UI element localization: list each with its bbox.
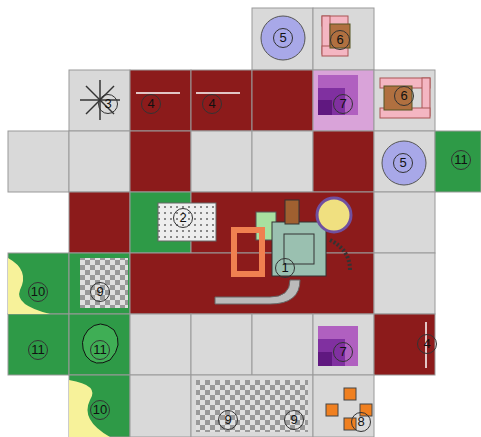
callout-number: 11 <box>90 340 110 360</box>
callout-number: 5 <box>273 28 293 48</box>
callout-number: 11 <box>28 340 48 360</box>
callout-number: 9 <box>90 282 110 302</box>
callout-number: 10 <box>28 282 48 302</box>
callout-number: 7 <box>333 94 353 114</box>
callout-number: 3 <box>98 94 118 114</box>
callout-number: 8 <box>351 412 371 432</box>
callout-number: 10 <box>90 400 110 420</box>
callout-number: 2 <box>173 208 193 228</box>
callout-number: 9 <box>218 410 238 430</box>
callout-number: 4 <box>141 94 161 114</box>
callout-number: 7 <box>333 342 353 362</box>
callout-number: 6 <box>330 30 350 50</box>
callout-number: 9 <box>284 410 304 430</box>
callout-number: 5 <box>393 153 413 173</box>
callout-number: 4 <box>202 94 222 114</box>
callout-number: 4 <box>417 334 437 354</box>
callout-number: 6 <box>394 86 414 106</box>
callout-number: 1 <box>275 258 295 278</box>
callout-number: 11 <box>451 150 471 170</box>
